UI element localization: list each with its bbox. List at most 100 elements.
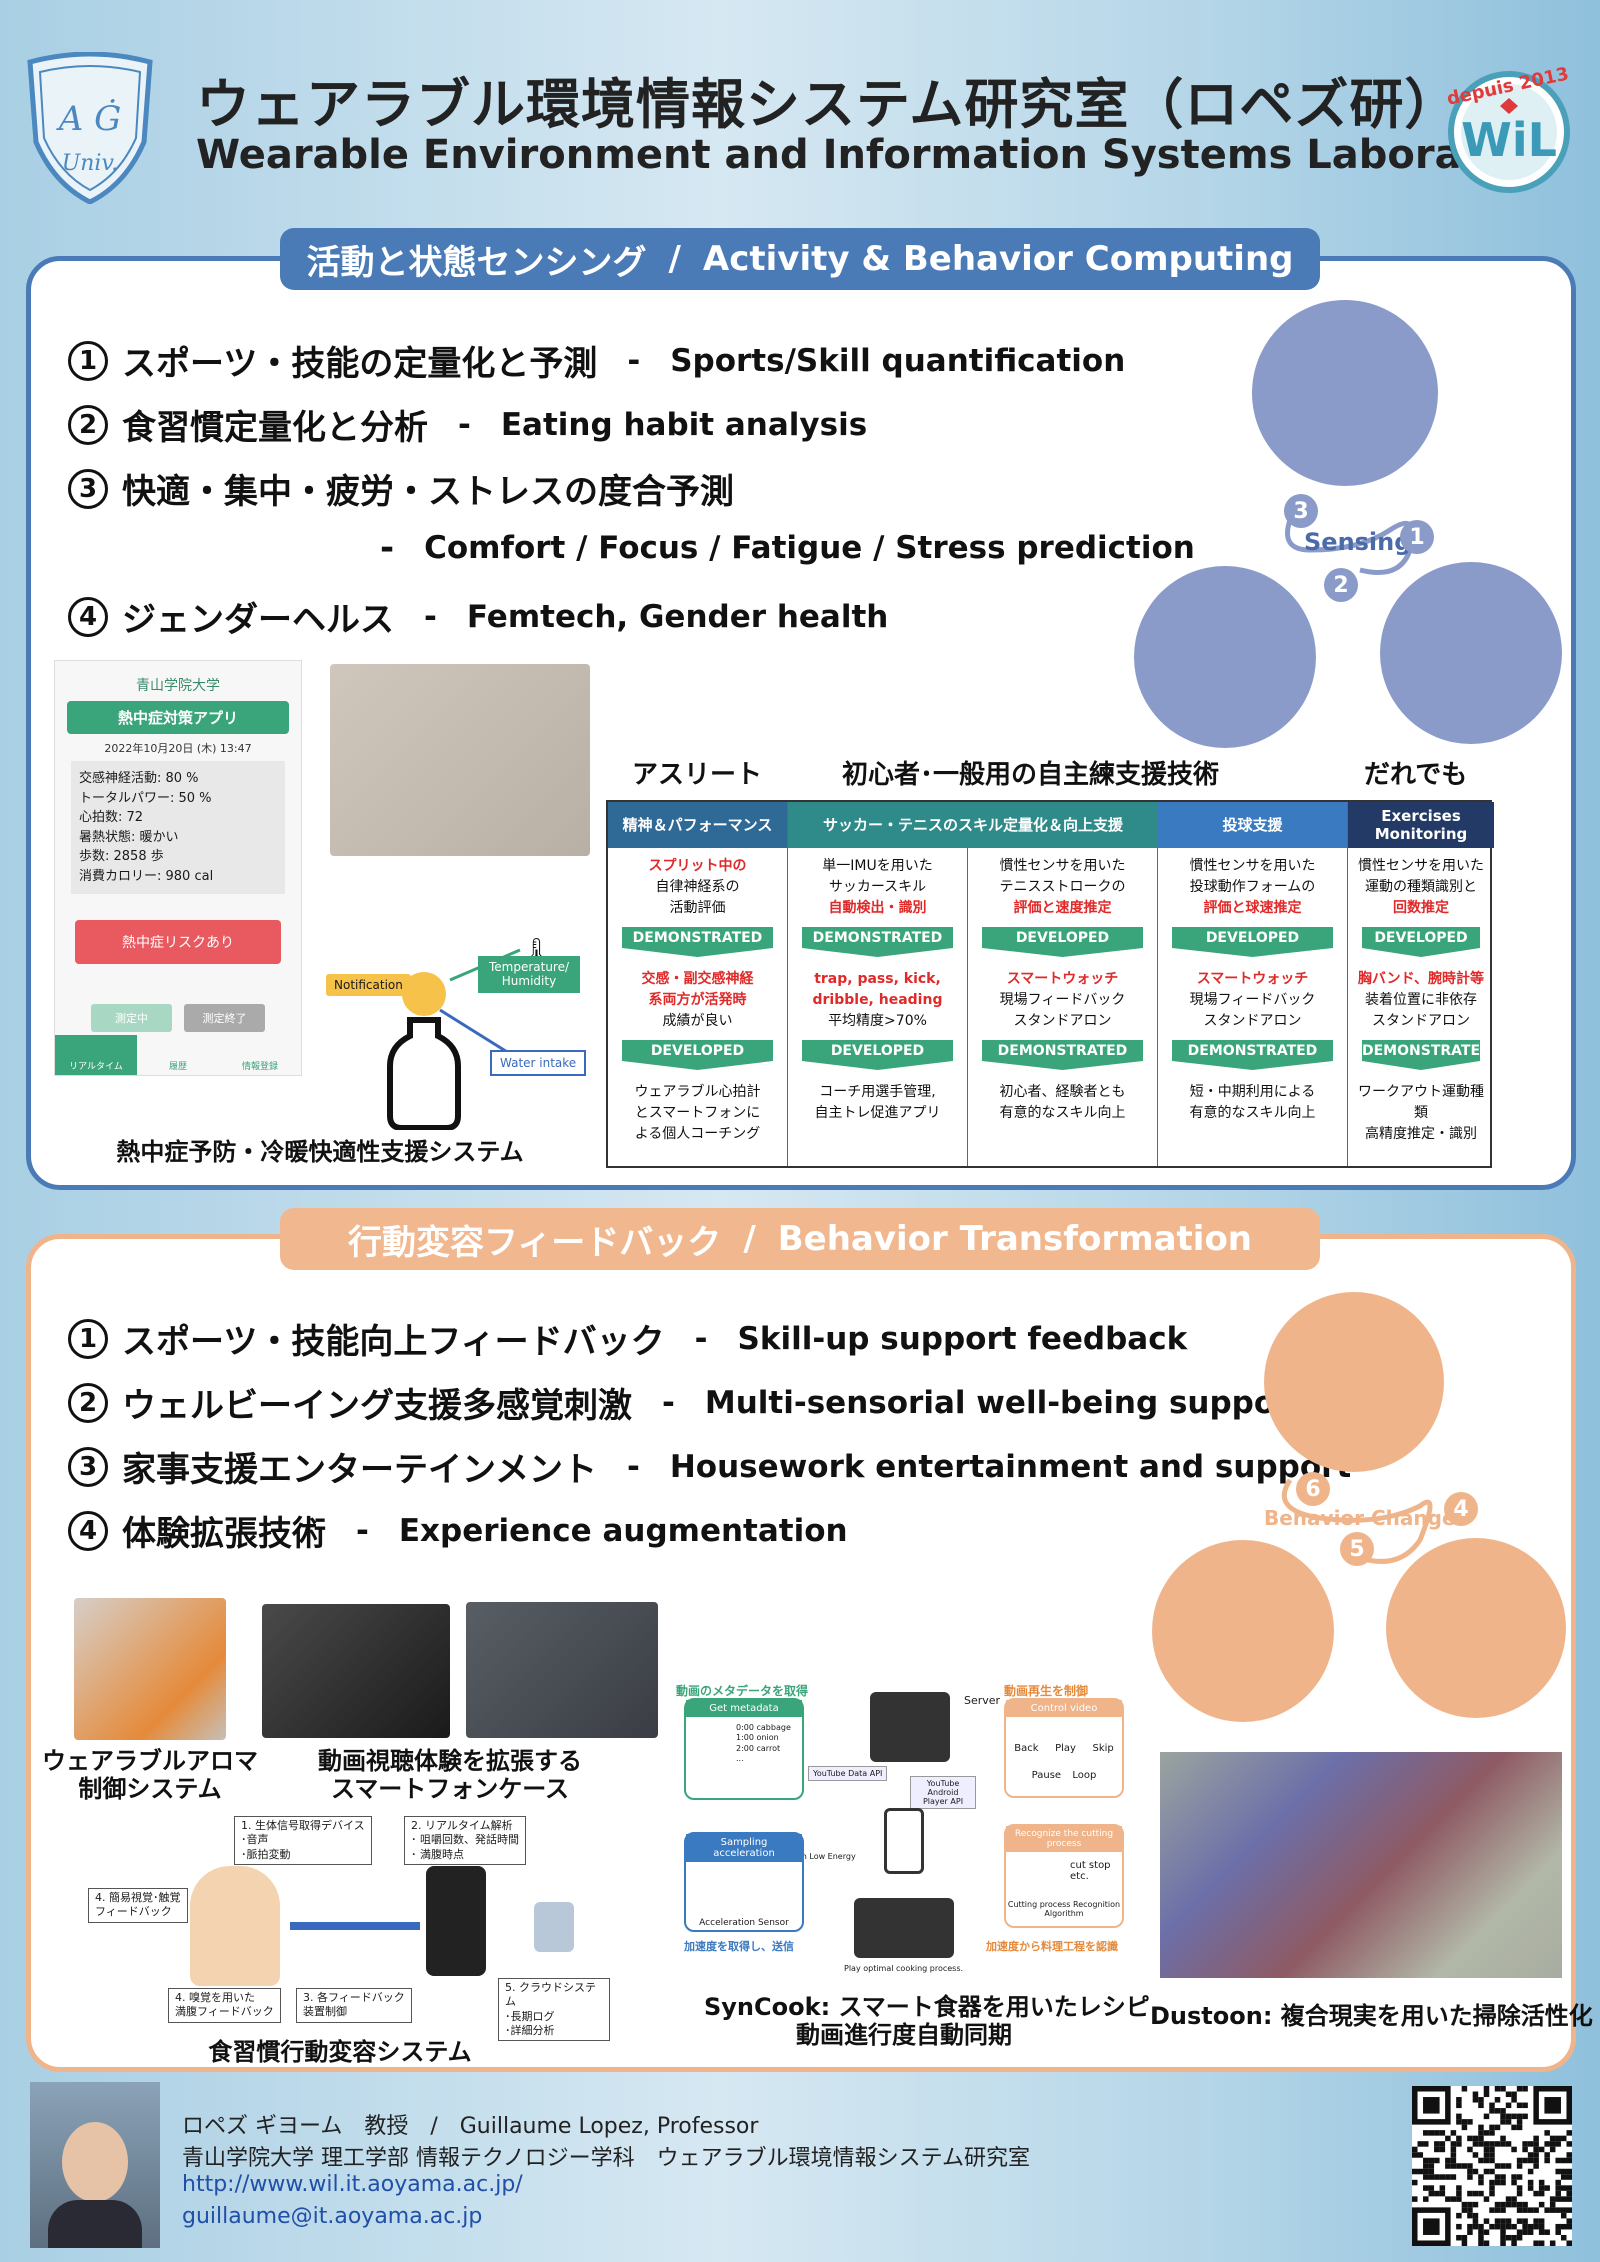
banner-title-ja: 活動と状態センシング <box>306 242 647 283</box>
dustoon-photo <box>1160 1752 1562 1978</box>
person-illustration <box>190 1866 280 1986</box>
status-badge: DEVELOPED <box>1172 927 1333 957</box>
label-device-control: 3. 各フィードバック装置制御 <box>296 1988 412 2023</box>
table-cell: 単一IMUを用いたサッカースキル自動検出・識別 <box>822 858 933 916</box>
table-cell: ワークアウト運動種類高精度推定・識別 <box>1358 1084 1484 1142</box>
stop-measure-button: 測定終了 <box>184 1004 265 1032</box>
svg-text:A Ġ: A Ġ <box>56 98 122 139</box>
heatstroke-risk-alert: 熱中症リスクあり <box>75 920 281 964</box>
table-cell: ウェアラブル心拍計とスマートフォンによる個人コーチング <box>634 1084 761 1142</box>
lab-url-link[interactable]: http://www.wil.it.aoyama.ac.jp/ <box>182 2172 523 2197</box>
heatstroke-app-screenshot: 青山学院大学 熱中症対策アプリ 2022年10月20日 (木) 13:47 交感… <box>54 660 302 1076</box>
qr-code[interactable] <box>1412 2086 1572 2246</box>
table-cell: 胸バンド、腕時計等装着位置に非依存スタンドアロン <box>1357 971 1485 1029</box>
table-column-header: Exercises Monitoring <box>1348 802 1494 848</box>
status-badge: DEMONSTRATED <box>622 927 773 957</box>
water-intake-label: Water intake <box>490 1050 587 1076</box>
notification-label: Notification <box>326 974 411 996</box>
wearable-sensor-photo <box>330 664 590 856</box>
sensing-loop-arrow <box>1285 519 1415 575</box>
section-banner-activity: 活動と状態センシング / Activity & Behavior Computi… <box>280 228 1320 290</box>
label-bio-signal: 1. 生体信号取得デバイス･音声･脈拍変動 <box>234 1816 372 1865</box>
section-banner-behavior: 行動変容フィードバック / Behavior Transformation <box>280 1208 1320 1270</box>
feedback-item-1: 1 スポーツ・技能向上フィードバック - Skill-up support fe… <box>68 1314 1187 1363</box>
table-cell: 交感・副交感神経系両方が活発時成績が良い <box>641 971 754 1029</box>
water-bottle-sensor-diagram: 🌡 <box>350 937 553 1130</box>
status-badge: DEVELOPED <box>802 1040 953 1070</box>
behavior-num-4: 4 <box>1444 1492 1478 1526</box>
server-icon <box>870 1692 950 1762</box>
sensing-label: Sensing <box>1304 528 1412 556</box>
svg-text:Univ.: Univ. <box>62 151 119 176</box>
professor-photo <box>30 2082 160 2248</box>
syncook-caption: SynCook: スマート食器を用いたレシピ 動画進行度自動同期 <box>704 1993 1150 2049</box>
eating-caption: 食習慣行動変容システム <box>208 2038 472 2066</box>
app-stats: 交感神経活動: 80 % トータルパワー: 50 % 心拍数: 72 暑熱状態:… <box>71 761 285 894</box>
label-realtime-analysis: 2. リアルタイム解析･ 咀嚼回数、発話時間･ 満腹時点 <box>404 1816 526 1865</box>
table-cell: コーチ用選手管理,自主トレ促進アプリ <box>814 1084 941 1121</box>
behavior-num-6: 6 <box>1296 1472 1330 1506</box>
wellbeing-reward-icon <box>1264 1292 1444 1472</box>
table-cell: スプリット中の自律神経系の活動評価 <box>648 858 747 916</box>
cloud-database-icon <box>534 1902 574 1952</box>
table-cell: 初心者、経験者とも有意的なスキル向上 <box>999 1084 1126 1121</box>
feedback-item-3: 3 家事支援エンターテインメント - Housework entertainme… <box>68 1442 1351 1491</box>
focus-work-icon <box>1380 562 1562 744</box>
behavior-num-5: 5 <box>1340 1532 1374 1566</box>
table-label-beginner: 初心者･一般用の自主練支援技術 <box>842 760 1220 790</box>
behavior-loop-arrow <box>1281 1478 1433 1564</box>
research-item-2: 2 食習慣定量化と分析 - Eating habit analysis <box>68 400 867 449</box>
label-cloud-system: 5. クラウドシステム･長期ログ･詳細分析 <box>498 1978 610 2042</box>
phone-case-photo-2 <box>466 1602 658 1738</box>
feedback-item-2: 2 ウェルビーイング支援多感覚刺激 - Multi-sensorial well… <box>68 1378 1305 1427</box>
status-badge: DEVELOPED <box>1362 927 1480 957</box>
label-visual-feedback: 4. 簡易視覚･触覚フィードバック <box>88 1888 188 1923</box>
table-column: サッカー・テニスのスキル定量化＆向上支援単一IMUを用いたサッカースキル自動検出… <box>788 802 1158 1166</box>
table-cell: スマートウォッチ現場フィードバックスタンドアロン <box>999 971 1126 1029</box>
app-tab-bar: リアルタイム 履歴 情報登録 <box>55 1035 301 1075</box>
behavior-change-label: Behavior Change <box>1264 1506 1456 1530</box>
table-column-header: サッカー・テニスのスキル定量化＆向上支援 <box>788 802 1158 848</box>
banner-title-en: Behavior Transformation <box>777 1219 1253 1259</box>
svg-text:WiL: WiL <box>1461 113 1557 167</box>
research-item-3: 3 快適・集中・疲労・ストレスの度合予測 <box>68 464 734 513</box>
sensing-num-3: 3 <box>1284 494 1318 528</box>
phone-icon <box>884 1808 924 1874</box>
banner-separator: / <box>668 239 681 279</box>
game-housework-icon <box>1152 1540 1334 1722</box>
sampling-box: Sampling acceleration Acceleration Senso… <box>684 1832 804 1932</box>
research-item-1: 1 スポーツ・技能の定量化と予測 - Sports/Skill quantifi… <box>68 336 1125 385</box>
university-shield-logo: A Ġ Univ. <box>27 52 153 204</box>
temperature-label: Temperature/ Humidity <box>478 956 580 993</box>
sensing-num-1: 1 <box>1400 520 1434 554</box>
research-item-4: 4 ジェンダーヘルス - Femtech, Gender health <box>68 592 888 641</box>
label-smell-feedback: 4. 嗅覚を用いた満腹フィードバック <box>168 1988 281 2023</box>
table-cell: 慣性センサを用いたテニスストロークの評価と速度推定 <box>999 858 1126 916</box>
senses-icon <box>1386 1538 1566 1718</box>
fatigue-stress-icon <box>1134 566 1316 748</box>
professor-name: ロペズ ギヨーム 教授 / Guillaume Lopez, Professor <box>182 2114 759 2139</box>
phone-case-photo-1 <box>262 1604 450 1738</box>
table-cell: スマートウォッチ現場フィードバックスタンドアロン <box>1189 971 1316 1029</box>
dustoon-caption: Dustoon: 複合現実を用いた掃除活性化 <box>1150 2002 1593 2030</box>
table-label-athlete: アスリート <box>632 760 763 790</box>
banner-title-ja: 行動変容フィードバック <box>347 1222 722 1263</box>
smartphone-illustration <box>426 1866 486 1976</box>
sports-activity-icon <box>1252 300 1438 486</box>
status-badge: DEMONSTRATED <box>982 1040 1143 1070</box>
status-badge: DEMONSTRATED <box>1362 1040 1480 1070</box>
email-link[interactable]: guillaume@it.aoyama.ac.jp <box>182 2204 483 2229</box>
table-label-anyone: だれでも <box>1364 760 1468 790</box>
aroma-device-photo <box>74 1598 226 1740</box>
status-badge: DEVELOPED <box>622 1040 773 1070</box>
page-title-ja: ウェアラブル環境情報システム研究室（ロペズ研） <box>196 73 1460 136</box>
lab-logo-badge: depuis 2013 WiL <box>1445 63 1571 193</box>
